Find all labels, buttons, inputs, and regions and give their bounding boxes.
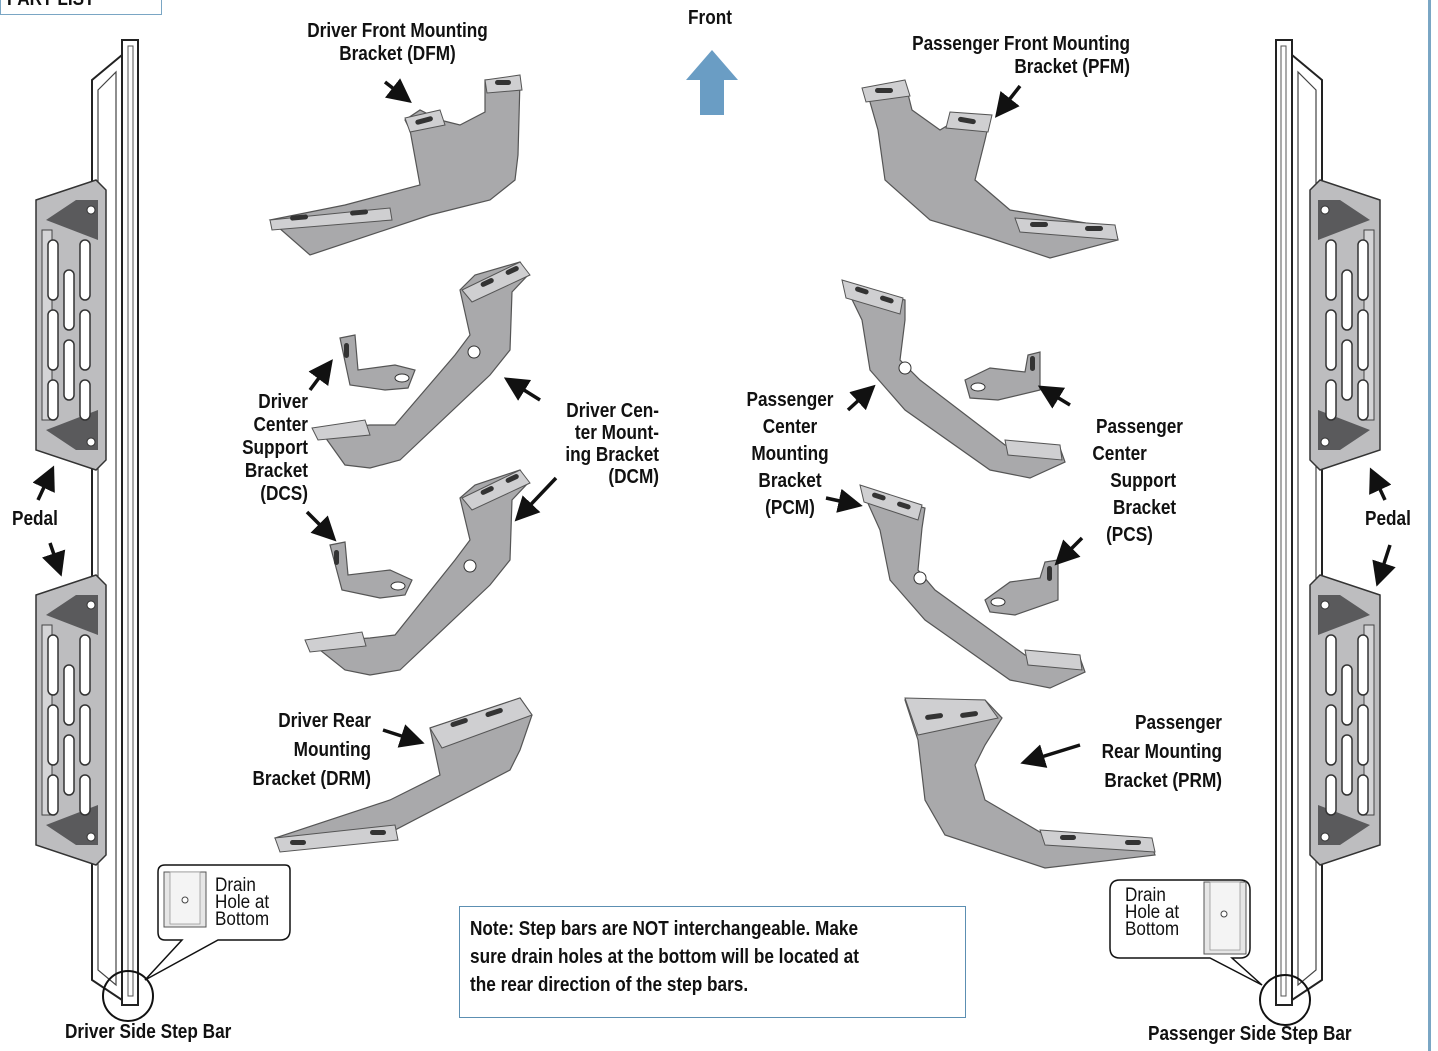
- driver-pedal-lower: [35, 574, 107, 866]
- note-text: Note: Step bars are NOT interchangeable.…: [470, 918, 859, 996]
- passenger-pedal-upper: [1309, 179, 1381, 471]
- label-driver-step-bar: Driver Side Step Bar: [65, 1021, 232, 1043]
- arrow-prm: [1020, 743, 1081, 768]
- dcs-bracket-lower: [329, 541, 413, 599]
- driver-drain-hole-marker: [102, 970, 154, 1022]
- arrow-pedal-right-lower: [1372, 544, 1396, 587]
- arrow-pcm-lower: [825, 488, 863, 513]
- drain-hole-icon: [181, 896, 189, 904]
- note-box: Note: Step bars are NOT interchangeable.…: [459, 906, 966, 1018]
- arrow-pcs-upper: [1037, 385, 1071, 409]
- drm-bracket: [273, 697, 533, 853]
- arrow-pedal-left-lower: [42, 542, 66, 577]
- label-dcm: Driver Cen-ter Mount-ing Bracket(DCM): [565, 400, 659, 488]
- arrow-dcm-upper: [503, 377, 541, 402]
- arrow-pedal-right-upper: [1369, 467, 1392, 501]
- passenger-pedal-lower: [1309, 574, 1381, 866]
- front-label: Front: [688, 7, 732, 29]
- pcs-bracket-upper: [964, 351, 1041, 401]
- passenger-drain-hole-marker: [1259, 974, 1311, 1026]
- pcs-bracket-lower: [984, 559, 1059, 616]
- front-arrow-icon: [686, 50, 738, 115]
- prm-bracket: [904, 697, 1156, 869]
- pcm-bracket-upper: [841, 279, 1066, 479]
- arrow-pcm-upper: [846, 384, 876, 412]
- label-pedal-right: Pedal: [1365, 508, 1411, 530]
- dcm-bracket-upper: [311, 261, 531, 469]
- dcs-bracket-upper: [339, 334, 416, 391]
- drain-hole-icon: [1220, 910, 1228, 918]
- driver-pedal-upper: [35, 179, 107, 471]
- arrow-dcs-upper: [308, 359, 333, 392]
- label-passenger-step-bar: Passenger Side Step Bar: [1148, 1023, 1352, 1045]
- arrow-pfm: [994, 84, 1022, 118]
- pfm-bracket: [861, 79, 1119, 259]
- dfm-bracket: [268, 74, 523, 256]
- right-frame-border: [1428, 0, 1431, 1051]
- arrow-dcm-lower: [514, 476, 558, 522]
- pcm-bracket-lower: [859, 484, 1086, 689]
- label-pedal-left: Pedal: [12, 508, 58, 530]
- dcm-bracket-lower: [304, 469, 531, 676]
- arrow-pcs-lower: [1054, 536, 1084, 566]
- arrow-dfm: [383, 78, 412, 104]
- arrow-pedal-left-upper: [32, 465, 55, 501]
- arrow-drm: [382, 724, 425, 748]
- arrow-dcs-lower: [305, 510, 337, 542]
- part-list-tab: PART LIST: [0, 0, 162, 15]
